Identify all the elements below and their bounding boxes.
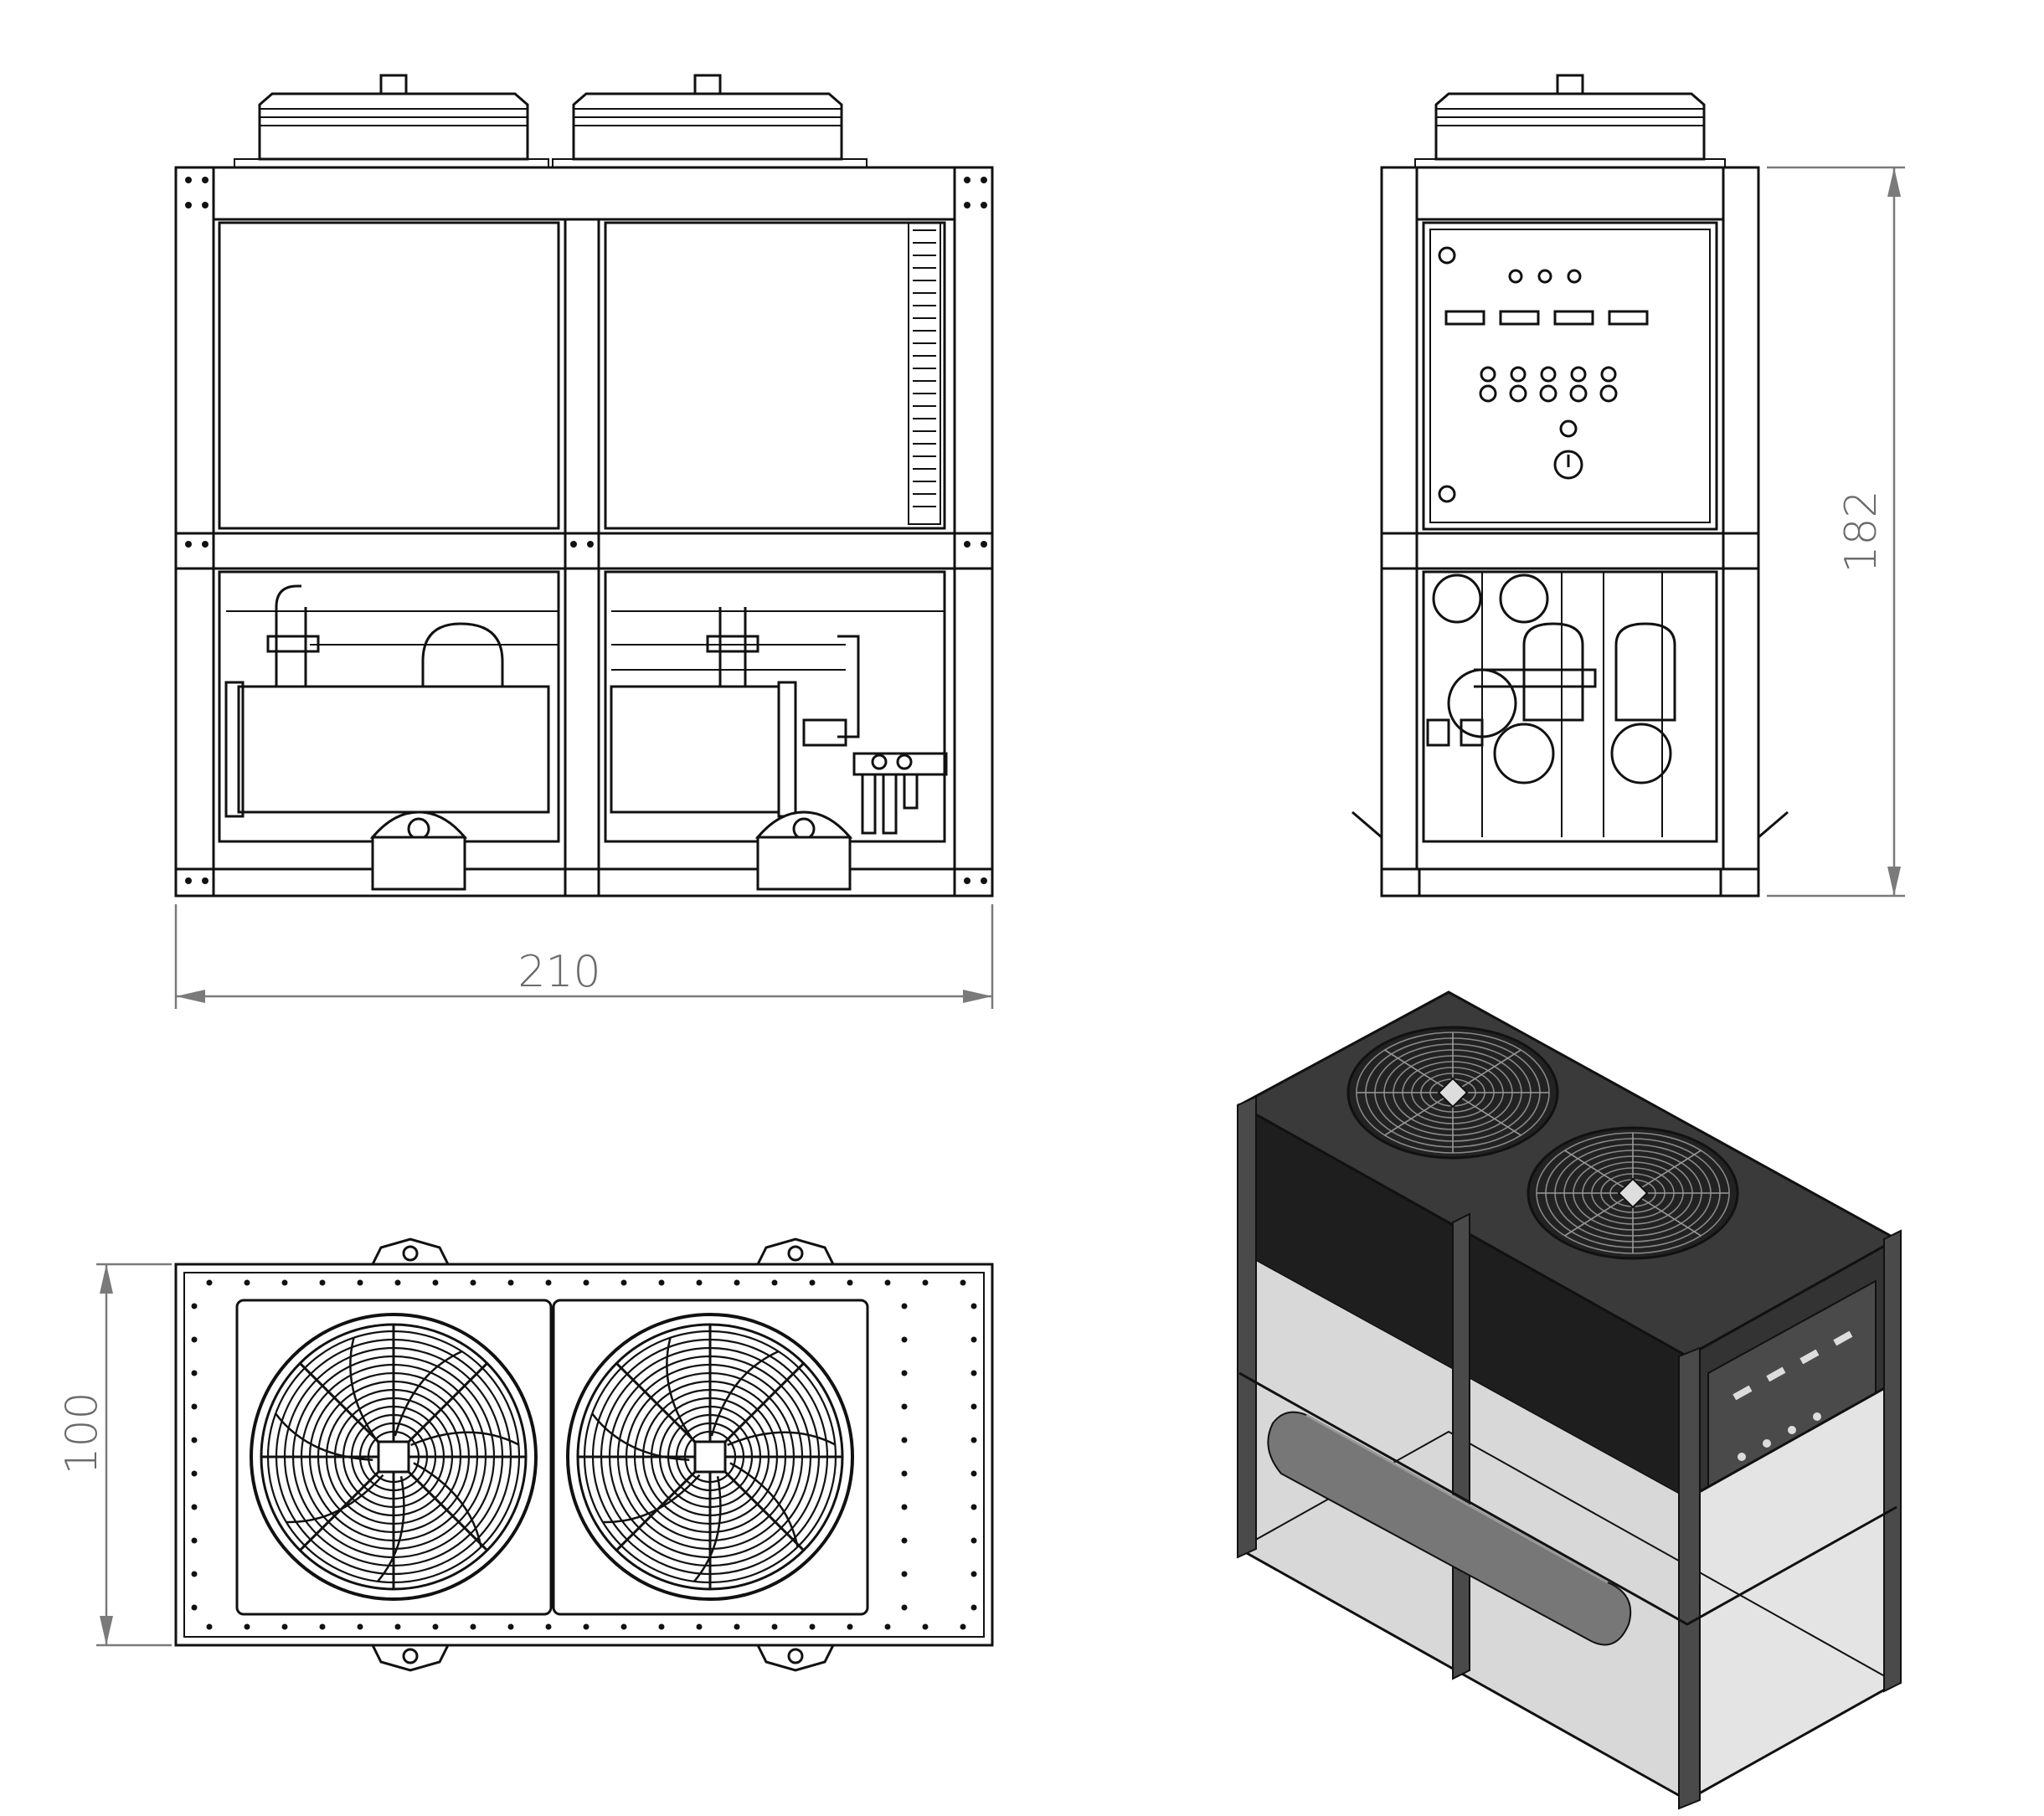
side-elevation-view — [1352, 74, 1789, 898]
iso-fans — [1346, 1026, 1739, 1260]
top-fan-panel-left — [235, 1299, 553, 1616]
fan-hub-icon — [377, 1440, 410, 1474]
front-fan-hood-right — [552, 74, 868, 168]
fan-hub-icon — [693, 1440, 727, 1474]
pilot-light-icon — [1559, 419, 1578, 438]
side-fan-hood — [1414, 74, 1726, 168]
front-evaporator-right — [610, 607, 945, 818]
front-outer-frame — [174, 166, 994, 898]
front-middle-beam — [174, 532, 994, 570]
side-compressors — [1426, 572, 1676, 837]
isometric-view — [1236, 990, 1902, 1810]
side-base-beam — [1380, 867, 1760, 898]
front-post-right — [953, 166, 994, 898]
side-middle-beam — [1380, 532, 1760, 570]
iso-evaporator-vessel — [1267, 1411, 1632, 1646]
front-lifting-foot-left — [369, 810, 468, 891]
top-bolt-holes — [191, 1279, 977, 1630]
front-coil-panel-left — [218, 221, 560, 530]
dimension-width-label: 210 — [517, 947, 600, 997]
front-lower-bay-left — [218, 570, 560, 843]
front-elevation-view — [174, 74, 994, 898]
top-outer-frame — [174, 1263, 994, 1647]
fan-grille-right — [566, 1313, 854, 1601]
front-fan-hood-left — [234, 74, 549, 168]
front-bolt-holes — [185, 177, 987, 884]
iso-fan-icon — [1527, 1126, 1739, 1260]
front-base-beam — [174, 867, 994, 898]
panel-latch-icon — [1438, 485, 1456, 503]
dimension-depth-label: 100 — [57, 1392, 107, 1474]
side-top-beam — [1415, 166, 1725, 221]
side-post-left — [1380, 166, 1418, 898]
dimension-depth: 100 — [57, 1263, 172, 1647]
top-lifting-lugs — [370, 1237, 836, 1672]
electrical-panel — [1422, 221, 1718, 531]
side-post-right — [1722, 166, 1760, 898]
front-lifting-foot-right — [754, 810, 853, 891]
front-center-post — [564, 218, 600, 898]
front-coil-fins — [908, 222, 941, 525]
top-fan-panel-right — [552, 1299, 869, 1616]
indicator-lamps — [1508, 269, 1582, 284]
panel-latch-icon — [1438, 246, 1456, 265]
side-outer-frame — [1380, 166, 1760, 898]
display-slots — [1444, 310, 1649, 326]
dimension-height-label: 182 — [1836, 490, 1887, 573]
top-plan-view — [174, 1237, 994, 1672]
fan-grille-left — [250, 1313, 538, 1601]
dimension-width: 210 — [174, 904, 994, 1009]
front-top-beam — [212, 166, 956, 221]
front-lower-bay-right — [604, 570, 946, 843]
front-valve-assembly — [852, 752, 948, 835]
iso-fan-icon — [1346, 1026, 1559, 1160]
side-feet — [1352, 810, 1789, 898]
main-switch-icon — [1553, 450, 1583, 480]
front-post-left — [174, 166, 215, 898]
dimension-height: 182 — [1767, 166, 1905, 898]
front-coil-panel-right — [604, 221, 946, 530]
side-lower-bay — [1422, 570, 1718, 843]
front-evaporator-left — [224, 584, 559, 818]
selector-switches — [1479, 366, 1618, 403]
